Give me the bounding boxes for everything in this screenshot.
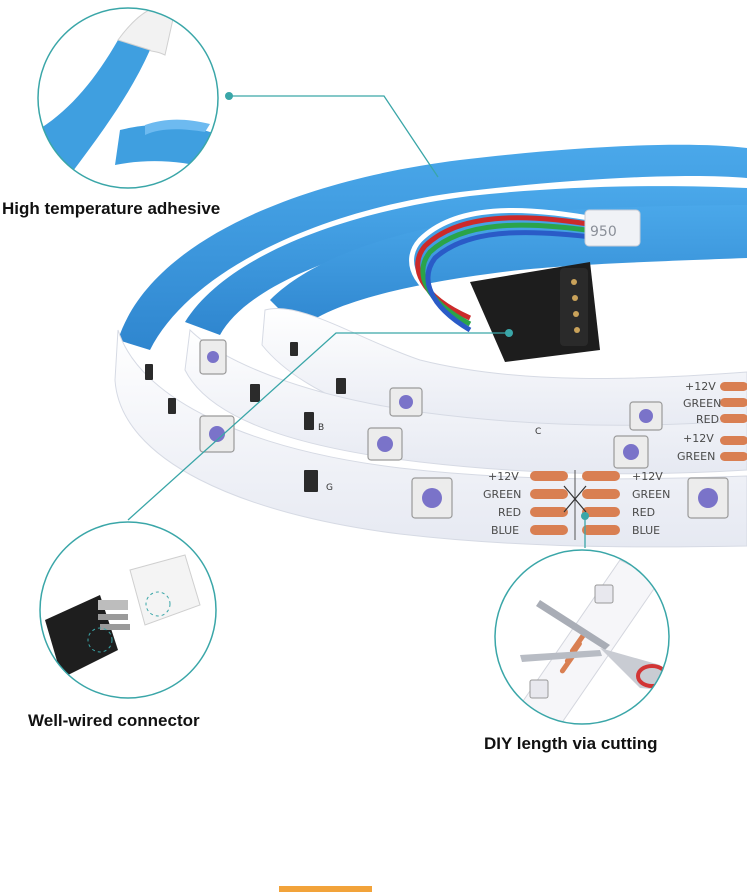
pad-right-green: GREEN: [632, 488, 670, 501]
segment-letter-g: G: [326, 483, 333, 493]
pad-left-red: RED: [498, 506, 521, 519]
callout-dot-connector: [505, 329, 513, 337]
tape-code: 950: [590, 224, 617, 240]
segment-letter-c: C: [535, 427, 541, 437]
pad-left-12v: +12V: [488, 470, 519, 483]
pad-middle-green: GREEN: [677, 450, 715, 463]
connector-detail-circle: [39, 521, 217, 699]
connector-label: Well-wired connector: [28, 711, 200, 730]
cutting-label: DIY length via cutting: [484, 734, 658, 753]
pad-upper-green: GREEN: [683, 397, 721, 410]
adhesive-detail-circle: [37, 7, 219, 189]
callout-dot-cutting: [581, 512, 589, 520]
pad-upper-12v: +12V: [685, 380, 716, 393]
pad-right-blue: BLUE: [632, 524, 660, 537]
callout-lines: [127, 95, 586, 548]
adhesive-label: High temperature adhesive: [2, 199, 221, 218]
pad-left-blue: BLUE: [491, 524, 519, 537]
pad-middle-12v: +12V: [683, 432, 714, 445]
pad-right-12v: +12V: [632, 470, 663, 483]
callout-dot-adhesive: [225, 92, 233, 100]
accent-bar: [279, 886, 372, 892]
pad-right-red: RED: [632, 506, 655, 519]
led-strip-reel: G B C +12V GREEN RED BLUE +12V GREEN RED: [114, 144, 747, 548]
segment-letter-b: B: [318, 423, 324, 433]
pad-left-green: GREEN: [483, 488, 521, 501]
pad-upper-red: RED: [696, 413, 719, 426]
cutting-detail-circle: [494, 549, 670, 725]
four-pin-connector: [470, 262, 600, 362]
